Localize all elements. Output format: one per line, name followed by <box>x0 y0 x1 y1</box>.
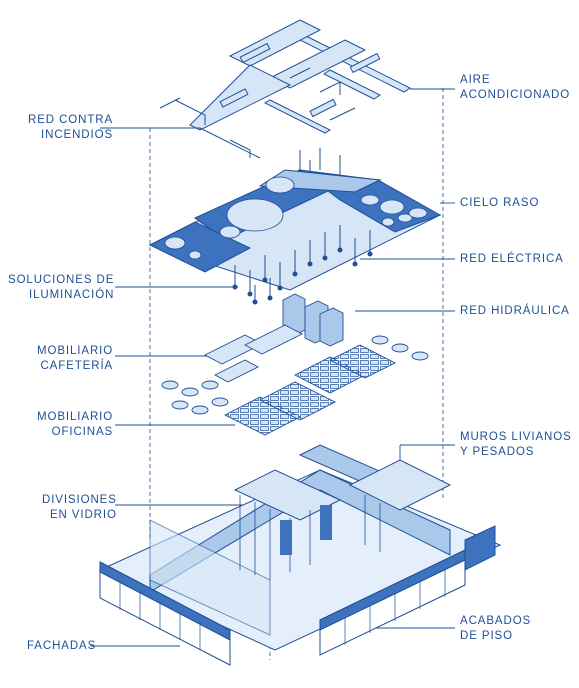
table-chair-icon <box>161 324 429 415</box>
label-cielo-raso: CIELO RASO <box>460 197 540 209</box>
hvac-duct-icon <box>189 19 411 134</box>
facade-window-icon <box>99 525 496 666</box>
building-base <box>98 444 502 651</box>
label-red-hidraulica: RED HIDRÁULICA <box>460 305 570 317</box>
label-red-electrica: RED ELÉCTRICA <box>460 253 564 265</box>
desk-cluster-icon <box>224 344 396 436</box>
label-fachadas: FACHADAS <box>27 640 97 652</box>
glass-partition-icon <box>239 495 381 580</box>
sprinkler-pipe-icon <box>159 67 356 159</box>
light-fixture-icon <box>232 225 373 305</box>
storage-rack-icon <box>282 293 344 347</box>
ceiling-panel-icon <box>148 169 442 291</box>
